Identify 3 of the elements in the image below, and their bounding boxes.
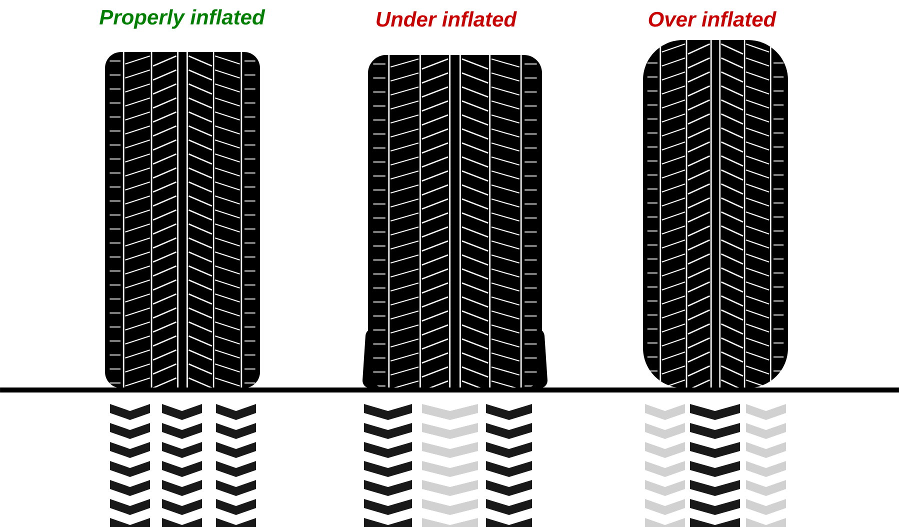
title-label: Over inflated	[648, 11, 777, 27]
title-label: Properly inflated	[100, 9, 266, 29]
title-label: Under inflated	[376, 11, 517, 27]
